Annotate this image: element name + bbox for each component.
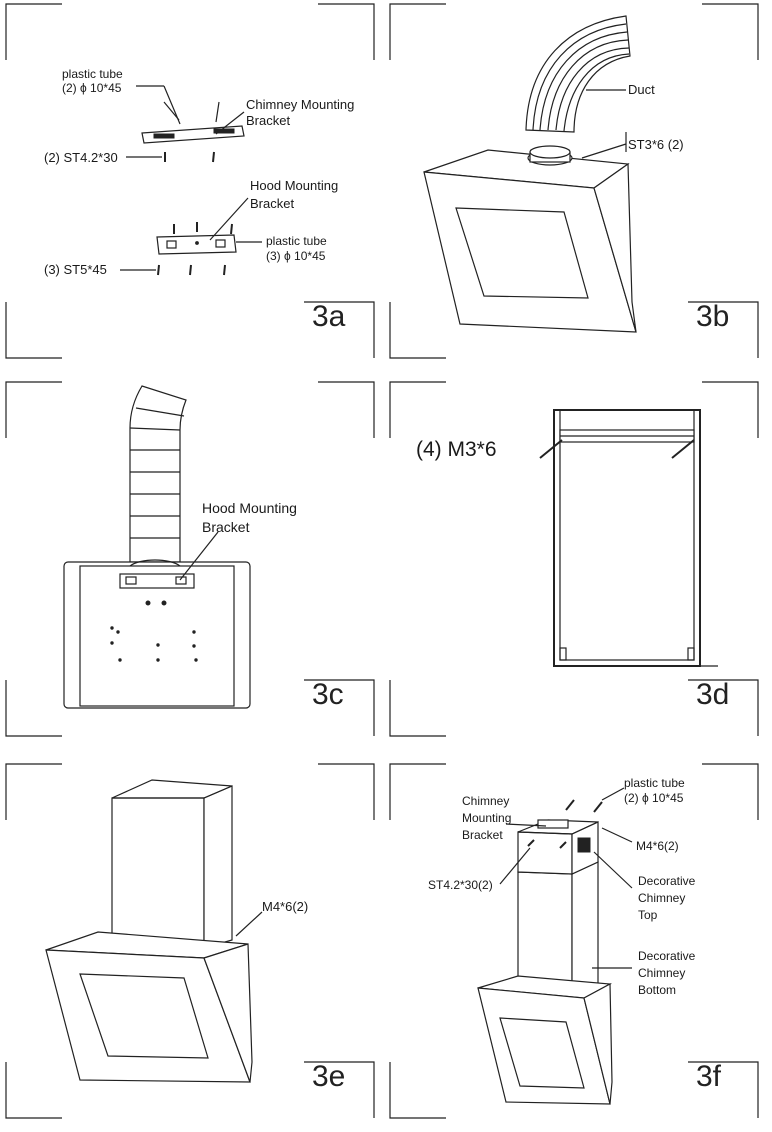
chimney-mounting-bracket-label-3: Bracket	[462, 828, 503, 842]
screw-st5-label: (3) ST5*45	[44, 262, 107, 277]
screw-st3-label: ST3*6 (2)	[628, 137, 684, 152]
decorative-chimney-top-label-2: Chimney	[638, 891, 686, 905]
range-hood-drawing	[63, 559, 251, 709]
panel-frame	[389, 381, 759, 737]
decorative-chimney-bottom-label-2: Chimney	[638, 966, 686, 980]
plastic-tube-label: plastic tube	[62, 67, 123, 81]
figure-number: 3f	[696, 1060, 722, 1093]
panel-frame	[389, 763, 759, 1119]
chimney-drawing	[111, 779, 233, 949]
screw-st42-label: (2) ST4.2*30	[44, 150, 118, 165]
hood-mounting-bracket-label-2: Bracket	[202, 519, 250, 535]
panel-3d: (4) M3*6 3d	[388, 380, 760, 742]
hood-mounting-bracket-label: Hood Mounting	[202, 500, 297, 516]
plastic-tube-spec-2: (3) ϕ 10*45	[266, 249, 326, 263]
decorative-chimney-top-label: Decorative	[638, 874, 696, 888]
range-hood-drawing	[477, 975, 613, 1105]
chimney-mounting-bracket-label-2: Bracket	[246, 113, 291, 128]
figure-number: 3d	[696, 678, 730, 711]
hood-mounting-bracket-label: Hood Mounting	[250, 178, 339, 193]
figure-number: 3c	[312, 678, 344, 711]
panel-frame	[5, 763, 375, 1119]
duct-drawing	[129, 385, 187, 563]
decorative-chimney-bottom-label-3: Bottom	[638, 983, 677, 997]
decorative-chimney-drawing	[517, 799, 603, 1001]
panel-frame	[389, 3, 759, 359]
figure-number: 3a	[312, 300, 346, 333]
figure-number: 3b	[696, 300, 730, 333]
chimney-mounting-bracket-label: Chimney Mounting	[246, 97, 355, 112]
range-hood-drawing	[45, 931, 253, 1083]
panel-3a: plastic tube (2) ϕ 10*45 Chimney Mountin…	[4, 2, 376, 364]
chimney-frame-drawing	[539, 409, 718, 667]
panel-frame	[5, 381, 375, 737]
duct-drawing	[525, 15, 631, 133]
screw-st42-label: ST4.2*30(2)	[428, 878, 493, 892]
plastic-tube-label-2: plastic tube	[266, 234, 327, 248]
plastic-tube-spec: (2) ϕ 10*45	[62, 81, 122, 95]
figure-number: 3e	[312, 1060, 346, 1093]
duct-label: Duct	[628, 82, 655, 97]
range-hood-drawing	[423, 145, 637, 333]
panel-3e: M4*6(2) 3e	[4, 762, 376, 1124]
screw-m4-label: M4*6(2)	[636, 839, 679, 853]
panel-3b: Duct ST3*6 (2) 3b	[388, 2, 760, 364]
panel-frame	[5, 3, 375, 359]
chimney-mounting-bracket-label-2: Mounting	[462, 811, 512, 825]
chimney-mounting-bracket-drawing	[141, 101, 245, 163]
screw-m3-label: (4) M3*6	[416, 438, 497, 461]
panel-3f: plastic tube (2) ϕ 10*45 Chimney Mountin…	[388, 762, 760, 1124]
chimney-mounting-bracket-label: Chimney	[462, 794, 510, 808]
plastic-tube-label: plastic tube	[624, 776, 685, 790]
decorative-chimney-top-label-3: Top	[638, 908, 658, 922]
hood-mounting-bracket-label-2: Bracket	[250, 196, 295, 211]
screw-m4-label: M4*6(2)	[262, 899, 309, 914]
panel-3c: Hood Mounting Bracket 3c	[4, 380, 376, 742]
hood-mounting-bracket-drawing	[156, 222, 237, 276]
plastic-tube-spec: (2) ϕ 10*45	[624, 791, 684, 805]
decorative-chimney-bottom-label: Decorative	[638, 949, 696, 963]
